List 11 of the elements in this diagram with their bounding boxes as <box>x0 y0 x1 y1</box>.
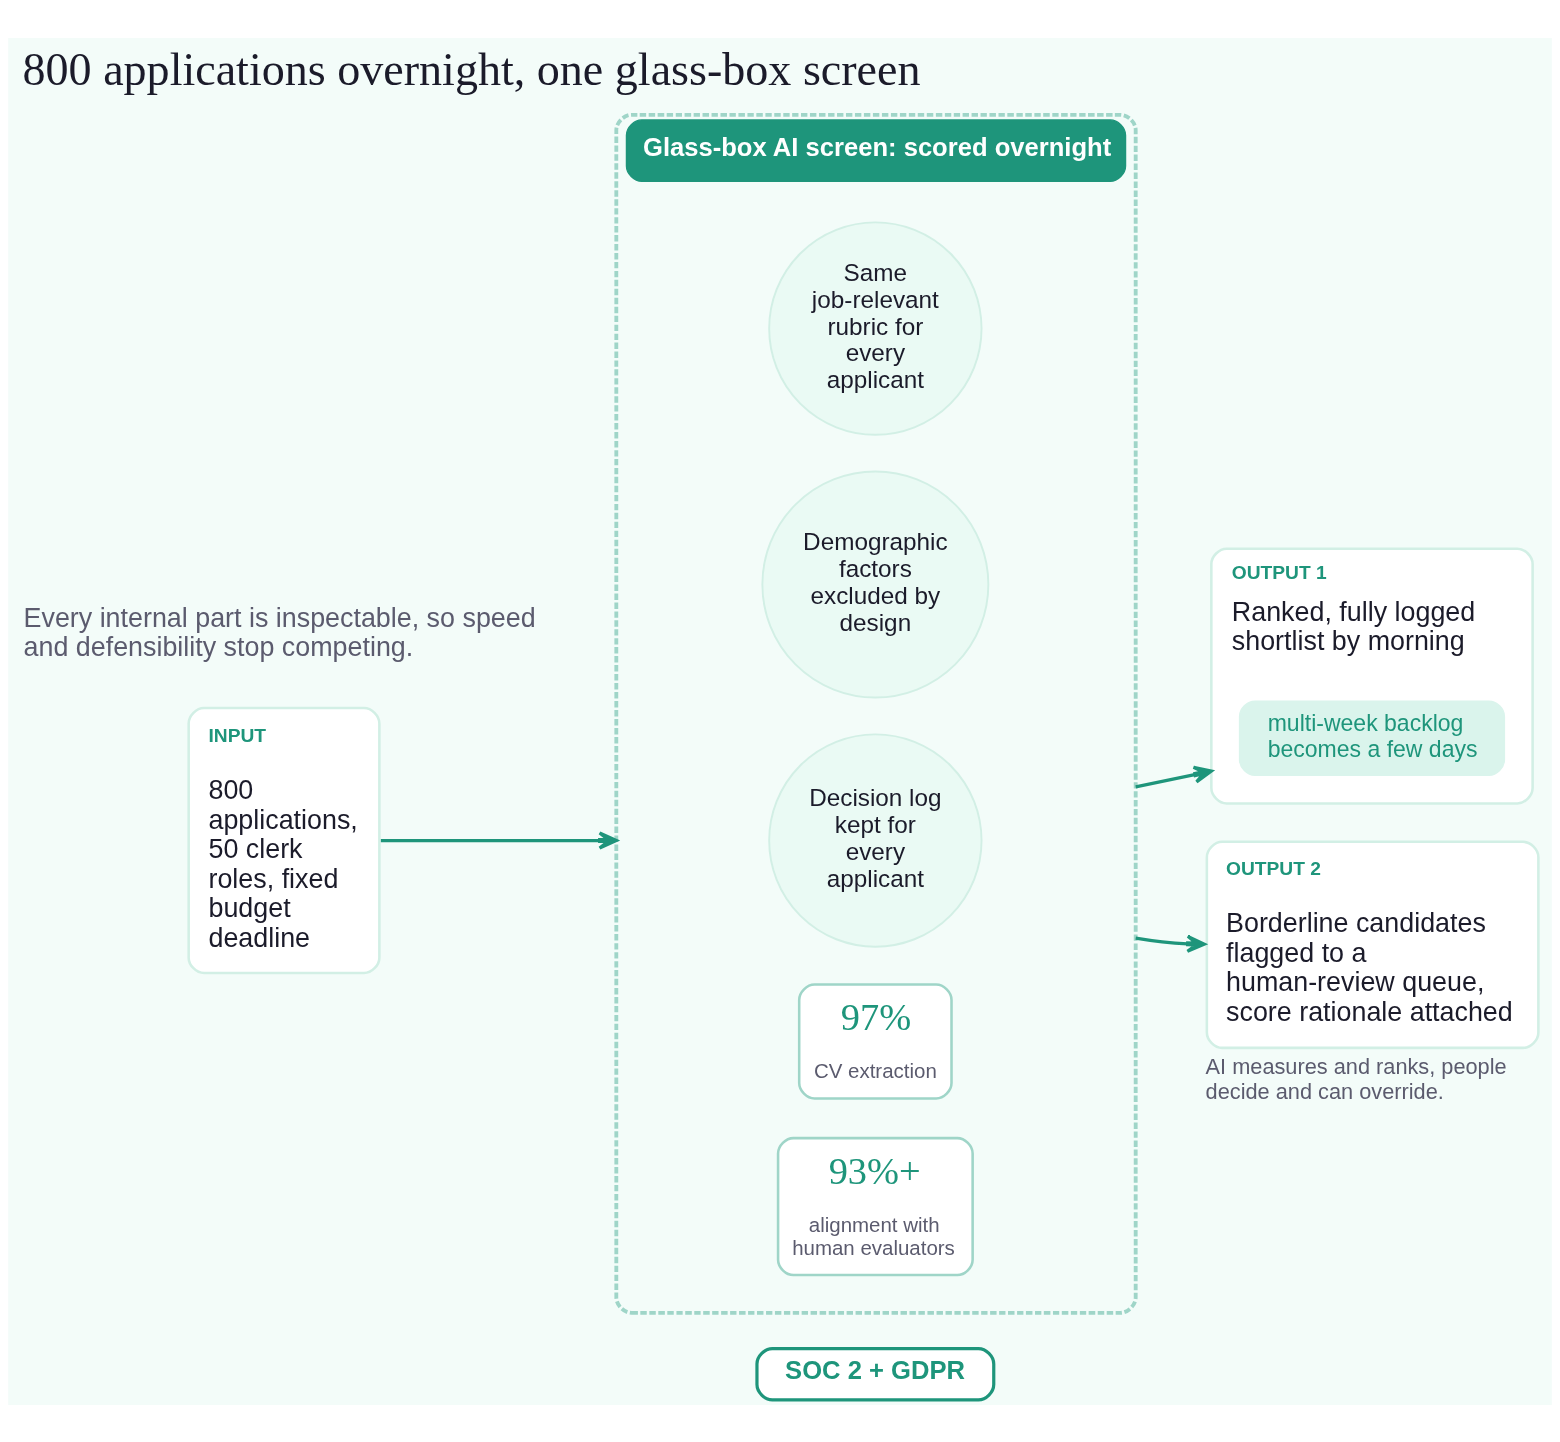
arrow <box>1135 934 1206 953</box>
diagram-title: 800 applications overnight, one glass-box screen <box>22 43 921 95</box>
label: Every internal part is inspectable, so speed and defensibility stop competing. <box>23 602 536 662</box>
node-circle: Same job-relevant rubric for every applicant <box>768 220 983 436</box>
arrow <box>1135 765 1213 788</box>
arrow <box>380 830 618 850</box>
node-label: AI measures and ranks, people decide and can override. <box>1205 1053 1507 1104</box>
node-box: multi-week backlog becomes a few days <box>1238 699 1506 776</box>
node-circle: Decision log kept for every applicant <box>768 732 983 948</box>
node-box: SOC 2 + GDPR <box>755 1346 996 1401</box>
node-circle: Demographic factors excluded by design <box>761 470 990 698</box>
